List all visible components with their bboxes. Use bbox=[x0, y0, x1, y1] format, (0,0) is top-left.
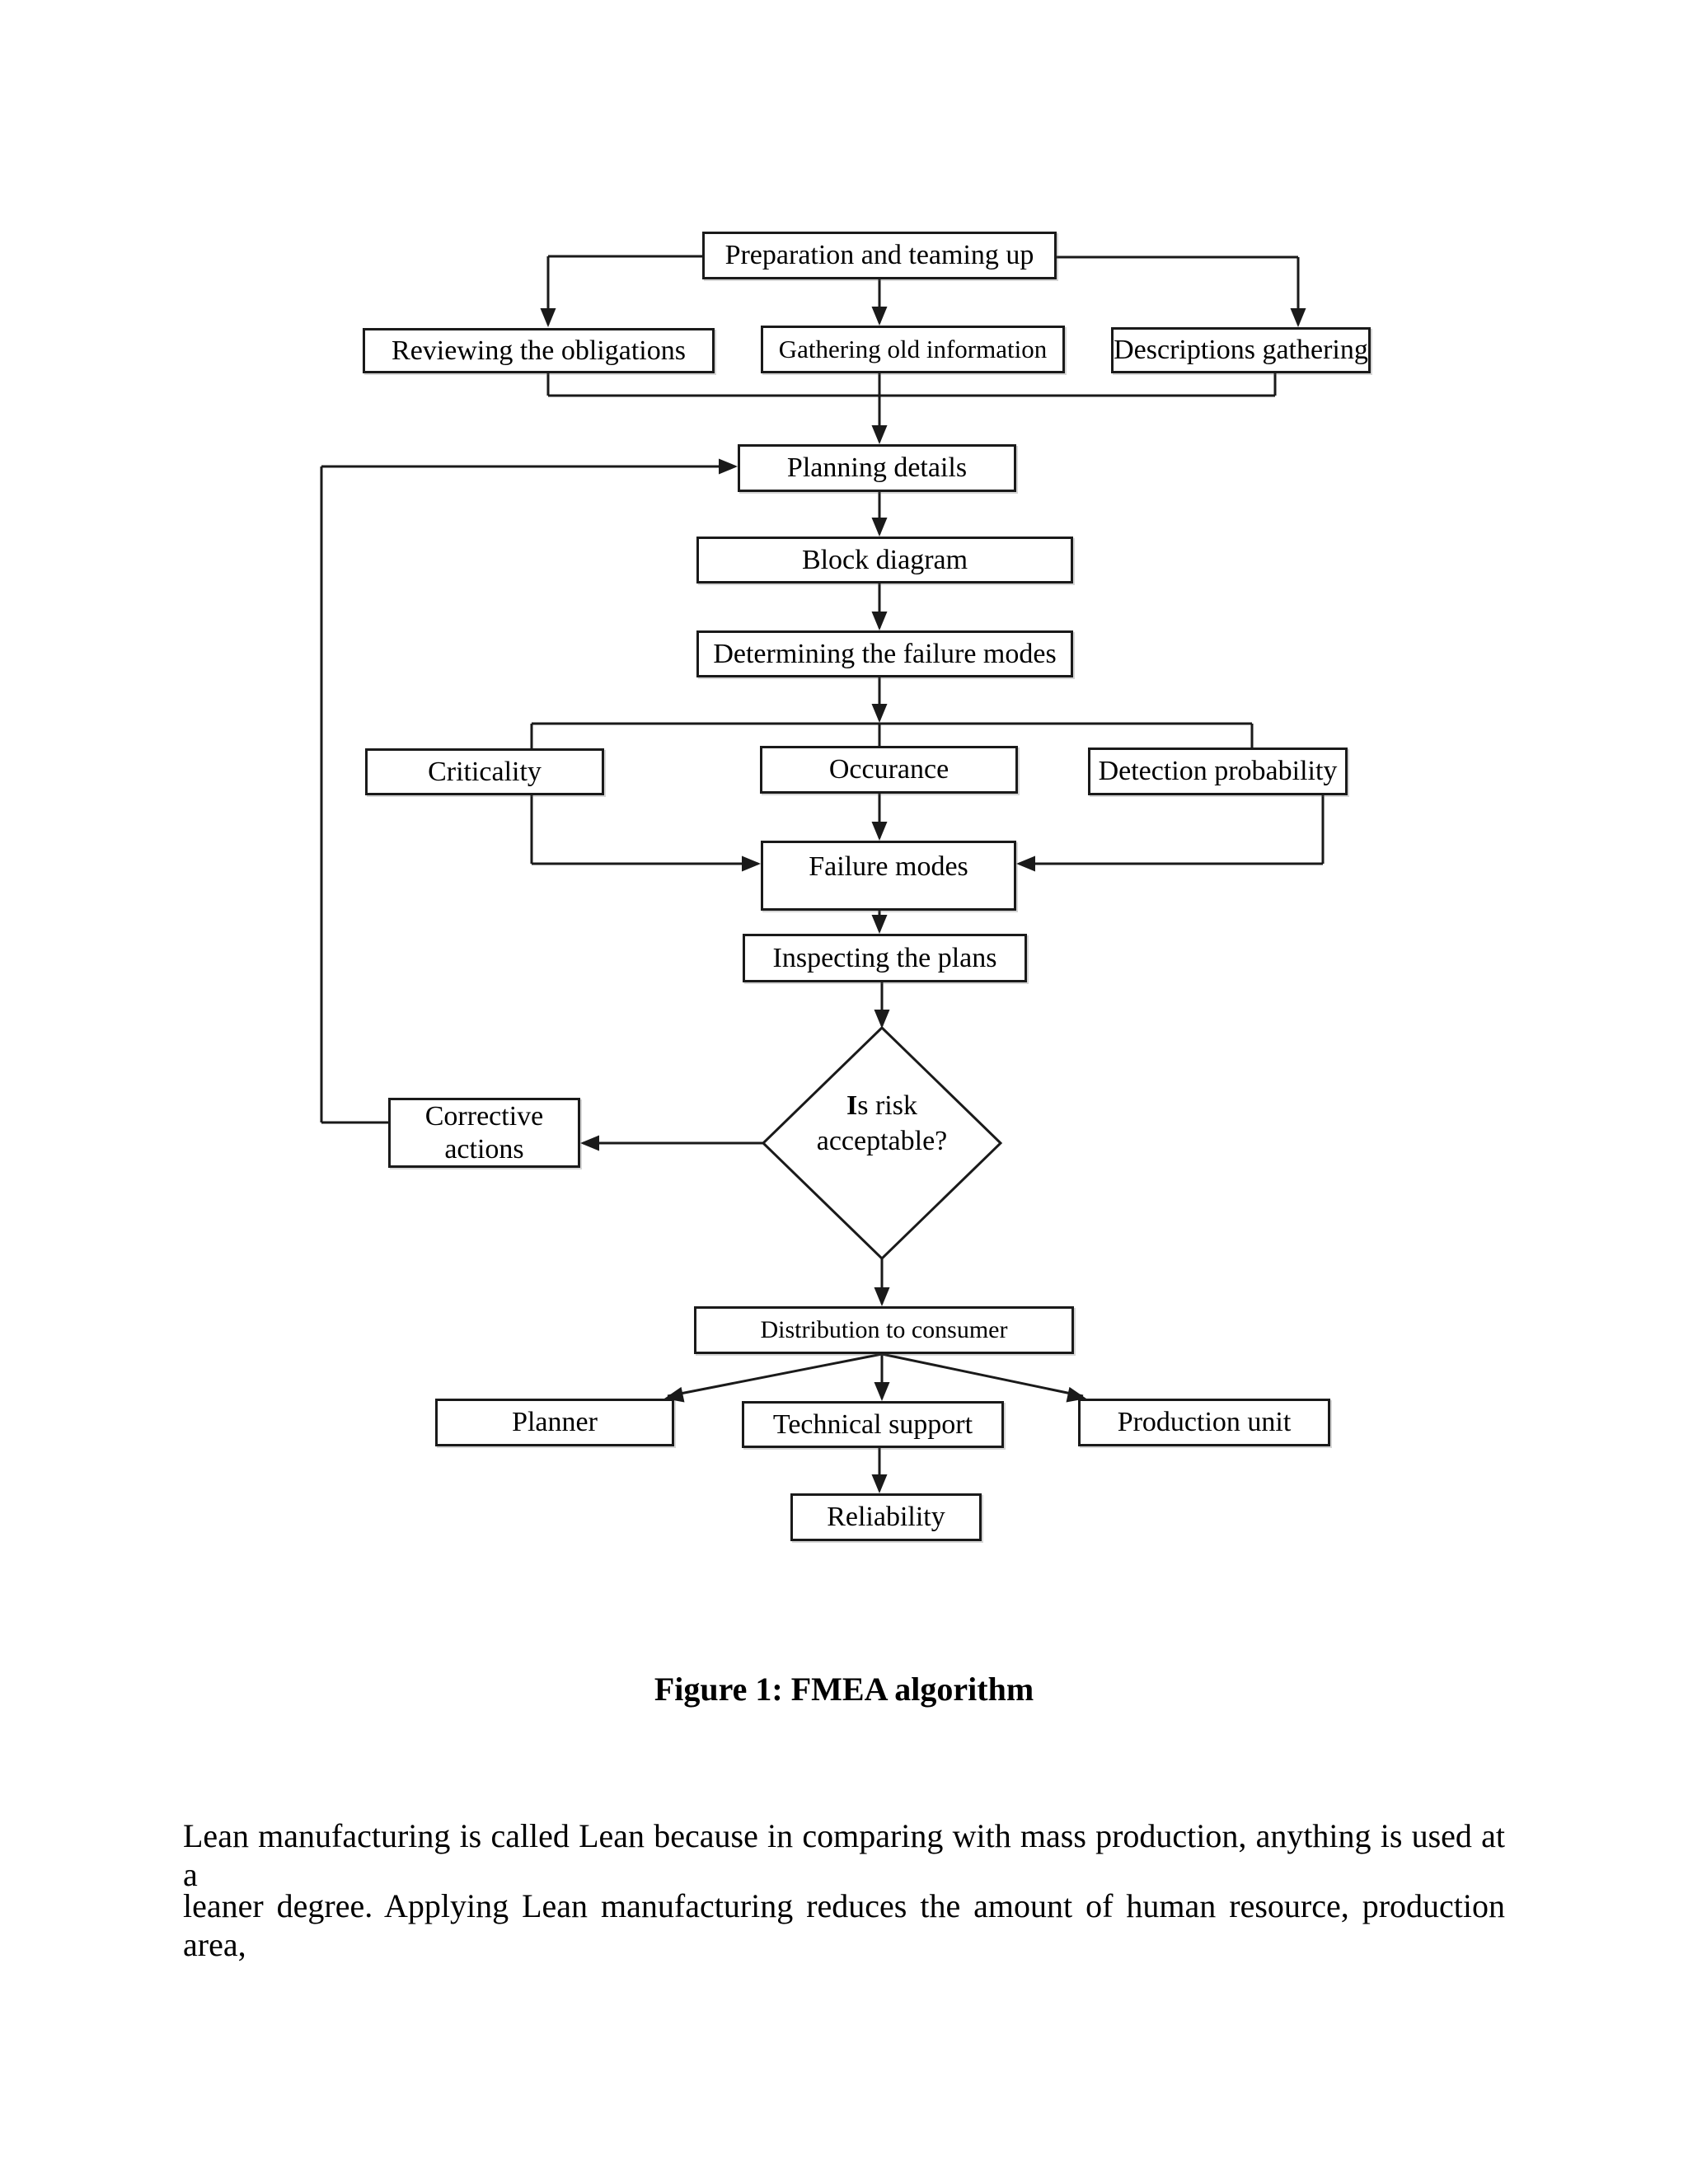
connector-line bbox=[881, 1352, 1084, 1398]
node-inspecting-the-plans: Inspecting the plans bbox=[743, 934, 1027, 982]
node-block-diagram: Block diagram bbox=[696, 537, 1073, 583]
node-technical-support: Technical support bbox=[742, 1401, 1004, 1448]
node-planning-details: Planning details bbox=[738, 444, 1016, 492]
decision-label-line1: s risk bbox=[857, 1090, 917, 1121]
arrowhead bbox=[874, 1382, 890, 1401]
node-detection-probability: Detection probability bbox=[1088, 748, 1348, 795]
arrowhead bbox=[874, 1287, 890, 1306]
decision-label-line2: acceptable? bbox=[816, 1126, 948, 1156]
node-label: Planner bbox=[512, 1407, 598, 1438]
node-reliability: Reliability bbox=[790, 1493, 982, 1541]
node-label: Criticality bbox=[428, 756, 542, 787]
node-label: Corrective actions bbox=[424, 1100, 544, 1165]
arrowhead bbox=[580, 1135, 599, 1151]
decision-label-bold: I bbox=[846, 1090, 858, 1121]
arrowhead bbox=[871, 704, 888, 723]
arrowhead bbox=[871, 612, 888, 630]
arrowhead bbox=[1016, 855, 1035, 872]
node-planner: Planner bbox=[435, 1399, 674, 1446]
node-gathering-old-information: Gathering old information bbox=[761, 326, 1065, 373]
node-decision-is-risk-acceptable: Is risk acceptable? bbox=[763, 1088, 1001, 1159]
node-preparation-and-teaming-up: Preparation and teaming up bbox=[702, 232, 1057, 279]
node-corrective-actions: Corrective actions bbox=[388, 1098, 580, 1168]
node-label: Planning details bbox=[786, 452, 968, 484]
figure-caption: Figure 1: FMEA algorithm bbox=[654, 1671, 1034, 1708]
node-production-unit: Production unit bbox=[1078, 1399, 1330, 1446]
node-distribution-to-consumer: Distribution to consumer bbox=[694, 1306, 1074, 1354]
arrowhead bbox=[871, 307, 888, 326]
node-occurance: Occurance bbox=[760, 746, 1018, 794]
arrowhead bbox=[871, 1474, 888, 1493]
arrowhead bbox=[871, 425, 888, 444]
node-label: Technical support bbox=[772, 1408, 973, 1440]
node-label: Inspecting the plans bbox=[772, 942, 997, 973]
arrowhead bbox=[871, 518, 888, 537]
node-label: Block diagram bbox=[801, 544, 968, 575]
node-label: Reviewing the obligations bbox=[392, 335, 686, 366]
node-label: Occurance bbox=[828, 754, 950, 785]
node-label: Descriptions gathering bbox=[1114, 335, 1368, 366]
connector-line bbox=[667, 1352, 883, 1398]
node-descriptions-gathering: Descriptions gathering bbox=[1111, 327, 1371, 373]
node-determining-the-failure-modes: Determining the failure modes bbox=[696, 630, 1073, 677]
arrowhead bbox=[540, 308, 556, 327]
node-failure-modes: Failure modes bbox=[761, 841, 1016, 911]
arrowhead bbox=[664, 1386, 685, 1403]
arrowhead bbox=[871, 822, 888, 841]
node-label: Detection probability bbox=[1098, 756, 1338, 787]
node-reviewing-the-obligations: Reviewing the obligations bbox=[363, 328, 715, 373]
node-label: Distribution to consumer bbox=[760, 1315, 1008, 1343]
arrowhead bbox=[719, 458, 738, 475]
arrowhead bbox=[874, 1010, 890, 1029]
node-label: Preparation and teaming up bbox=[724, 240, 1034, 271]
arrowhead bbox=[871, 915, 888, 934]
arrowhead bbox=[1066, 1386, 1086, 1403]
node-label: Failure modes bbox=[809, 851, 968, 882]
node-label: Gathering old information bbox=[778, 335, 1048, 364]
body-text-line-2: leaner degree. Applying Lean manufacturi… bbox=[183, 1887, 1505, 1963]
node-label: Reliability bbox=[827, 1502, 945, 1533]
body-text-line-1: Lean manufacturing is called Lean becaus… bbox=[183, 1817, 1505, 1893]
arrowhead bbox=[1290, 308, 1306, 327]
node-criticality: Criticality bbox=[365, 748, 604, 795]
decision-diamond-shape bbox=[761, 1025, 1003, 1261]
node-label: Production unit bbox=[1117, 1407, 1292, 1438]
node-label: Determining the failure modes bbox=[713, 638, 1057, 669]
arrowhead bbox=[742, 855, 761, 872]
